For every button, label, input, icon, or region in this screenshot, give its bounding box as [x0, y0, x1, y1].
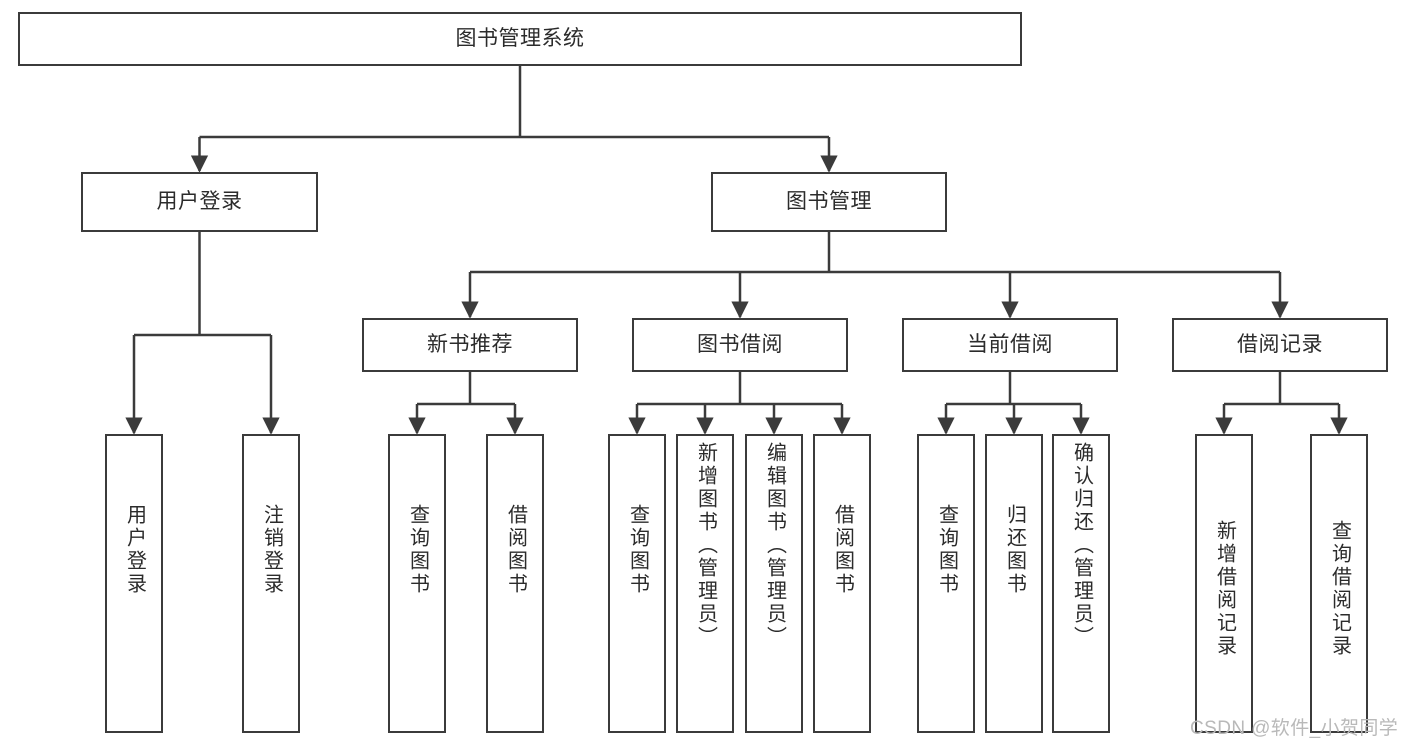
node-leaf-bor3: 编辑图书（管理员） — [745, 434, 803, 733]
node-current: 当前借阅 — [902, 318, 1118, 372]
node-label: 借阅记录 — [1237, 332, 1323, 356]
node-label: 新增图书（管理员） — [694, 442, 717, 649]
node-label: 确认归还（管理员） — [1070, 442, 1093, 649]
node-label: 图书借阅 — [697, 332, 783, 356]
node-label: 图书管理系统 — [455, 26, 585, 50]
node-leaf-rec1: 新增借阅记录 — [1195, 434, 1253, 733]
node-leaf-bor4: 借阅图书 — [813, 434, 871, 733]
node-label: 新增借阅记录 — [1213, 520, 1236, 658]
node-login: 用户登录 — [81, 172, 318, 232]
node-leaf-rec2: 查询借阅记录 — [1310, 434, 1368, 733]
node-leaf-cur1: 查询图书 — [917, 434, 975, 733]
node-leaf-cur3: 确认归还（管理员） — [1052, 434, 1110, 733]
node-label: 用户登录 — [156, 189, 243, 213]
node-label: 借阅图书 — [831, 504, 854, 596]
node-label: 当前借阅 — [967, 332, 1053, 356]
node-borrow: 图书借阅 — [632, 318, 848, 372]
node-label: 图书管理 — [786, 189, 872, 213]
node-leaf-cur2: 归还图书 — [985, 434, 1043, 733]
node-label: 用户登录 — [123, 504, 146, 596]
node-leaf-new1: 查询图书 — [388, 434, 446, 733]
node-label: 查询借阅记录 — [1328, 520, 1351, 658]
node-label: 借阅图书 — [504, 504, 527, 596]
node-records: 借阅记录 — [1172, 318, 1388, 372]
node-leaf-login1: 用户登录 — [105, 434, 163, 733]
node-leaf-login2: 注销登录 — [242, 434, 300, 733]
edge-group — [125, 66, 1348, 435]
node-leaf-bor2: 新增图书（管理员） — [676, 434, 734, 733]
watermark: CSDN @软件_小贺同学 — [1190, 718, 1399, 739]
node-label: 归还图书 — [1003, 504, 1026, 596]
node-label: 查询图书 — [406, 504, 429, 596]
node-label: 注销登录 — [260, 504, 283, 596]
node-bookmgmt: 图书管理 — [711, 172, 947, 232]
node-label: 新书推荐 — [427, 332, 513, 356]
node-newbook: 新书推荐 — [362, 318, 578, 372]
node-leaf-bor1: 查询图书 — [608, 434, 666, 733]
node-label: 编辑图书（管理员） — [763, 442, 786, 649]
node-label: 查询图书 — [626, 504, 649, 596]
node-root: 图书管理系统 — [18, 12, 1022, 66]
node-label: 查询图书 — [935, 504, 958, 596]
node-leaf-new2: 借阅图书 — [486, 434, 544, 733]
